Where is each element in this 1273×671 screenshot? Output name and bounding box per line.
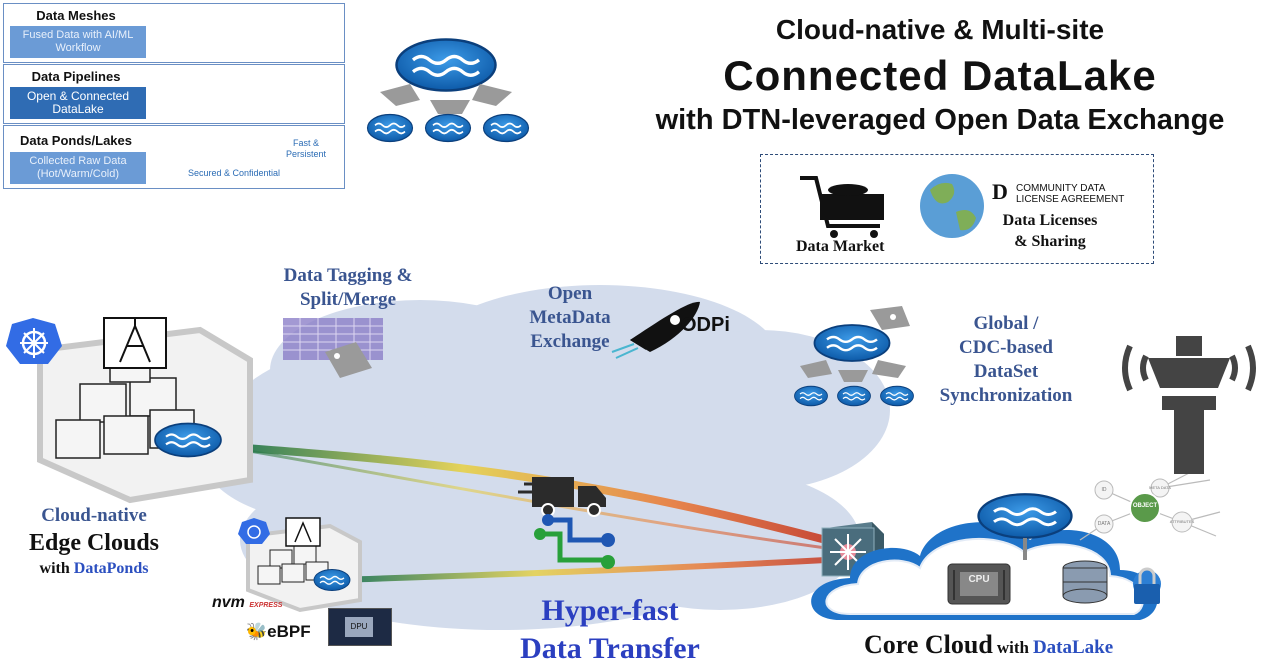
legend-note-fast: Fast & Persistent (285, 138, 327, 159)
meta-line-1: Open (547, 283, 593, 304)
graph-node-attributes: ATTRIBUTES (1169, 519, 1195, 524)
nvm-text: nvm (212, 594, 245, 611)
lake-hierarchy-icon (366, 37, 530, 143)
edge-clouds-label: Cloud-native Edge Clouds with DataPonds (4, 504, 184, 580)
object-text: OBJECT (1132, 503, 1158, 509)
data-tagging-label: Data Tagging & Split/Merge (258, 264, 438, 312)
licenses-line-2: & Sharing (1014, 233, 1086, 250)
legend-data-meshes: Data Meshes Fused Data with AI/ML Workfl… (3, 3, 345, 63)
legend-box: Collected Raw Data (Hot/Warm/Cold) (10, 152, 146, 184)
core-main: Core Cloud (864, 630, 993, 659)
sync-lake-hierarchy-icon (793, 306, 915, 407)
sync-label: Global / CDC-based DataSet Synchronizati… (926, 312, 1086, 408)
dpu-text: DPU (345, 617, 373, 637)
data-market-box (760, 154, 1154, 264)
hyper-fast-label: Hyper-fast Data Transfer (440, 592, 780, 668)
odpi-rocket-icon (611, 301, 700, 359)
odpi-label: ODPi (681, 314, 730, 336)
cpu-text: CPU (968, 574, 990, 585)
title-line-1: Cloud-native & Multi-site (775, 14, 1105, 45)
licenses-line-1: Data Licenses (1002, 212, 1098, 229)
lock-icon (1133, 567, 1161, 604)
edge-cluster-graphic (37, 317, 253, 504)
ebpf-text: eBPF (267, 622, 311, 641)
shopping-cart-icon (800, 176, 884, 238)
truck-icon (518, 477, 606, 517)
edge-with: with (39, 560, 70, 577)
object-node (1129, 492, 1161, 524)
graph-node-metadata: META DATA (1149, 485, 1171, 490)
control-tower-icon (1122, 336, 1256, 474)
legend-title: Data Meshes (36, 8, 116, 23)
network-pipes-icon (534, 514, 615, 569)
database-icon (1062, 560, 1108, 604)
nvm-express-text: EXPRESS (249, 602, 283, 609)
central-cloud (200, 285, 890, 630)
core-with: with (996, 638, 1029, 657)
cdla-line-2: LICENSE AGREEMENT (1016, 194, 1125, 205)
cdla-text: COMMUNITY DATA LICENSE AGREEMENT (1016, 183, 1124, 205)
edge-dataponds: DataPonds (73, 560, 149, 577)
core-cloud-graphic (811, 492, 1161, 620)
edge-line-2: Edge Clouds (28, 530, 160, 556)
tagging-line-1: Data Tagging & (283, 265, 413, 286)
meta-line-3: Exchange (530, 331, 610, 352)
bee-icon: 🐝 (246, 622, 268, 641)
sync-line-1: Global / (973, 313, 1039, 334)
transfer-line-2: Data Transfer (520, 632, 700, 665)
legend-title: Data Ponds/Lakes (20, 133, 132, 148)
data-tagging-grid (283, 318, 383, 378)
data-licenses-label: Data Licenses & Sharing (980, 210, 1120, 252)
nvme-logo: nvm EXPRESS (212, 594, 282, 612)
metadata-exchange-label: Open MetaData Exchange (510, 282, 630, 354)
legend-box: Fused Data with AI/ML Workflow (10, 26, 146, 58)
kubernetes-icon-large (6, 318, 62, 364)
legend-title: Data Pipelines (31, 69, 121, 84)
graph-node-id: ID (1101, 487, 1107, 493)
legend-data-pipelines: Data Pipelines Open & Connected DataLake (3, 64, 345, 124)
title-line-3: with DTN-leveraged Open Data Exchange (655, 104, 1225, 136)
core-cloud-label: Core Cloud with DataLake (864, 630, 1113, 660)
ebpf-logo: 🐝eBPF (246, 622, 311, 642)
edge-line-1: Cloud-native (41, 505, 147, 526)
object-graph-nodes (1094, 478, 1193, 534)
legend-note-secured: Secured & Confidential (188, 168, 281, 178)
cdla-line-1: COMMUNITY DATA (1016, 183, 1106, 194)
tagging-line-2: Split/Merge (299, 289, 397, 310)
dpu-chip-icon: DPU (328, 608, 392, 646)
cdla-logo: D (992, 179, 1008, 204)
transfer-line-1: Hyper-fast (541, 594, 679, 627)
legend-box: Open & Connected DataLake (10, 87, 146, 119)
title-line-2: Connected DataLake (723, 52, 1157, 99)
small-edge-cluster-graphic (238, 517, 362, 613)
graph-node-data: DATA (1097, 521, 1111, 527)
globe-icon (920, 174, 984, 238)
sync-line-4: Synchronization (939, 385, 1073, 406)
core-datalake: DataLake (1032, 637, 1114, 658)
legend-data-ponds: Data Ponds/Lakes Collected Raw Data (Hot… (3, 125, 345, 189)
meta-line-2: MetaData (529, 307, 611, 328)
sync-line-3: DataSet (973, 361, 1039, 382)
sync-line-2: CDC-based (959, 337, 1053, 358)
data-market-label: Data Market (796, 238, 885, 255)
